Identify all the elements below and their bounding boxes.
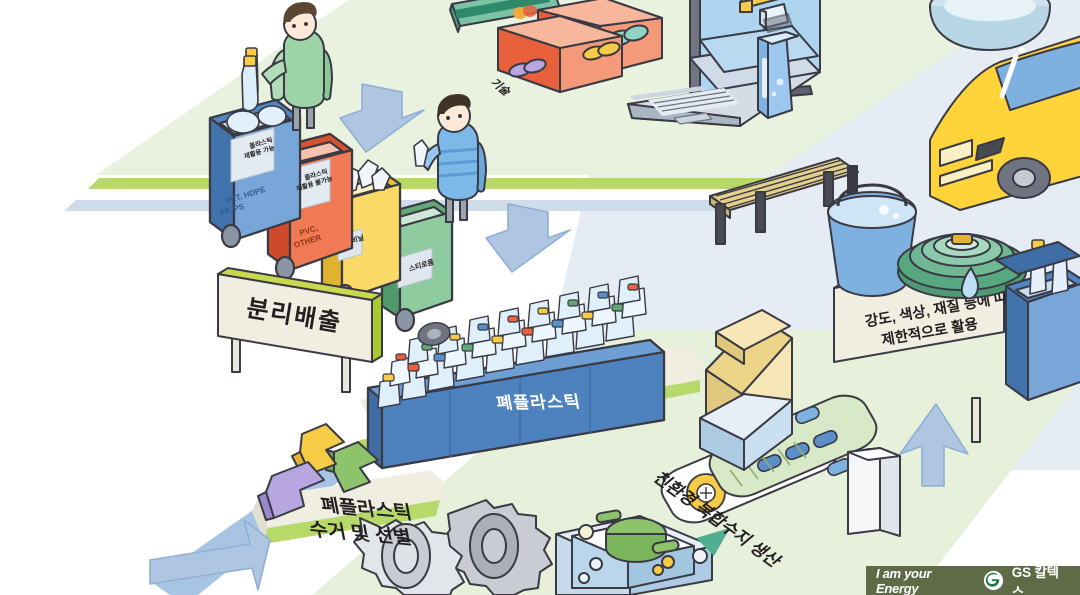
park-bench (709, 157, 859, 245)
gs-caltex-swirl-icon (983, 570, 1004, 591)
person-sorting-bottle (241, 2, 333, 131)
industrial-gears (353, 499, 553, 595)
arrow-down-left-mid (485, 203, 571, 273)
bin-blue (208, 47, 302, 242)
washing-tank (555, 509, 713, 595)
extruder-hopper (699, 309, 793, 471)
conveyor-belt (660, 394, 878, 524)
mixing-bowl (929, 0, 1051, 51)
outdoor-recycling-bin (995, 239, 1080, 401)
arrow-up-right (899, 403, 969, 487)
green-triangle-marker (696, 528, 730, 556)
garden-hose (897, 233, 1027, 300)
sign-separate-disposal (217, 267, 383, 393)
brand-tagline: I am your Energy (876, 565, 932, 595)
arrow-down-left-top (339, 83, 425, 153)
spray-bottle (739, 0, 799, 119)
arrow-left-bottom (149, 519, 271, 591)
brand-banner: I am your Energy GS 칼텍스 (866, 565, 1080, 595)
sorting-arrows (257, 423, 379, 521)
brand-company: GS 칼텍스 (1011, 564, 1059, 595)
person-at-bin (413, 94, 487, 223)
yellow-car (929, 35, 1080, 211)
shoe-rack (497, 0, 663, 93)
pellet-chute (847, 447, 901, 537)
